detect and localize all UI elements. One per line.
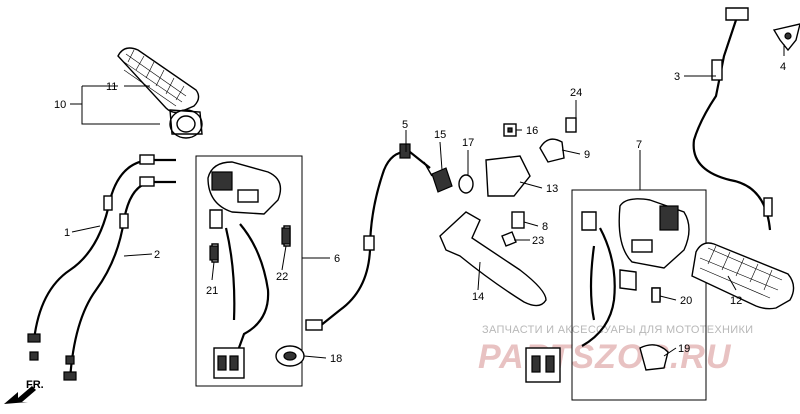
callout-8: 8 xyxy=(542,221,548,233)
callout-1: 1 xyxy=(64,227,70,239)
front-arrow-icon xyxy=(4,386,36,404)
left-cables xyxy=(27,154,176,381)
left-switch-housing xyxy=(207,161,291,379)
watermark-logo: PARTSZOR.RU xyxy=(478,338,732,376)
callout-9: 9 xyxy=(584,149,590,161)
callout-11: 11 xyxy=(106,81,117,93)
callout-12: 12 xyxy=(730,295,742,307)
front-direction-label: FR. xyxy=(26,379,44,391)
left-switch-frame xyxy=(195,155,303,387)
callout-13: 13 xyxy=(546,183,558,195)
callout-4: 4 xyxy=(780,61,786,73)
clutch-lever xyxy=(439,211,547,307)
callout-21: 21 xyxy=(206,285,218,297)
center-cable xyxy=(305,143,433,331)
callout-2: 2 xyxy=(154,249,160,261)
lever-bracket-parts xyxy=(431,117,577,247)
left-grip xyxy=(117,47,203,139)
callout-3: 3 xyxy=(674,71,680,83)
callout-labels: 1 2 3 4 5 6 7 8 9 10 11 12 13 14 15 16 1… xyxy=(54,61,786,365)
front-direction-indicator: FR. xyxy=(4,379,44,404)
leader-lines xyxy=(71,44,785,359)
callout-10: 10 xyxy=(54,99,66,111)
callout-17: 17 xyxy=(462,137,474,149)
callout-18: 18 xyxy=(330,353,342,365)
callout-7: 7 xyxy=(636,139,642,151)
right-switch-frame xyxy=(571,189,707,401)
callout-6: 6 xyxy=(334,253,340,265)
watermark-caption: ЗАПЧАСТИ И АКСЕССУАРЫ ДЛЯ МОТОТЕХНИКИ xyxy=(482,324,753,336)
watermark: PARTSZOR.RU ЗАПЧАСТИ И АКСЕССУАРЫ ДЛЯ МО… xyxy=(478,324,753,376)
callout-23: 23 xyxy=(532,235,544,247)
callout-19: 19 xyxy=(678,343,690,355)
callout-16: 16 xyxy=(526,125,538,137)
cable-clip xyxy=(275,345,305,367)
screws xyxy=(209,227,661,303)
callout-20: 20 xyxy=(680,295,692,307)
callout-22: 22 xyxy=(276,271,288,283)
callout-15: 15 xyxy=(434,129,446,141)
callout-24: 24 xyxy=(570,87,582,99)
callout-14: 14 xyxy=(472,291,484,303)
callout-5: 5 xyxy=(402,119,408,131)
choke-cable xyxy=(692,7,800,231)
right-grip xyxy=(691,242,795,310)
